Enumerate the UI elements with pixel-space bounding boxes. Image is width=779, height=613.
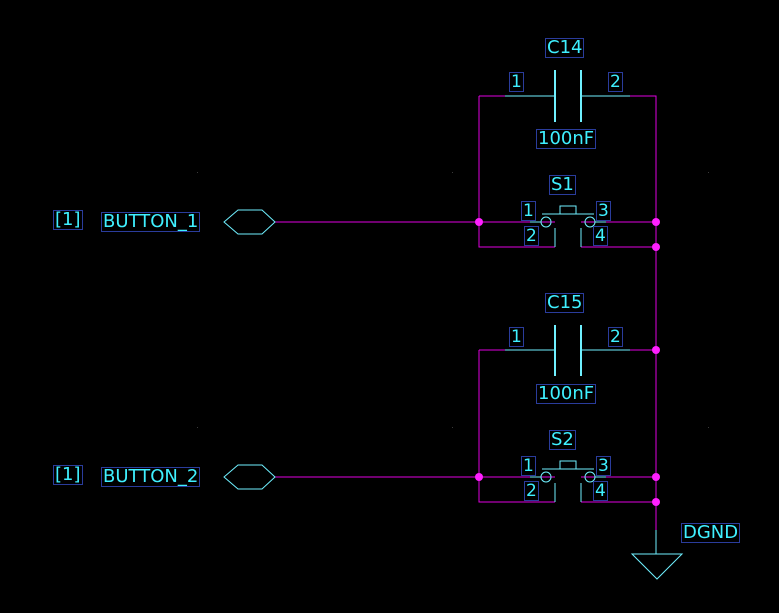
switch-pin-label: 4: [595, 226, 606, 246]
wire-group-top: [275, 95, 657, 350]
switch-pin-label: 3: [598, 456, 609, 476]
capacitor-pin-label: 1: [511, 327, 522, 347]
junction-dot-icon: [475, 218, 660, 506]
wire-group-bottom: [275, 349, 657, 530]
capacitor-value-label[interactable]: 100nF: [538, 383, 595, 404]
ground-net-label[interactable]: DGND: [683, 522, 739, 543]
port-net-label[interactable]: BUTTON_1: [103, 211, 199, 232]
capacitor-icon: [505, 325, 630, 376]
port-sheet-ref: [1]: [55, 209, 81, 230]
port-hexagon-icon: [223, 209, 276, 235]
switch-pin-label: 2: [526, 226, 537, 246]
switch-pin-label: 3: [598, 201, 609, 221]
capacitor-pin-label: 2: [610, 72, 621, 92]
port-sheet-ref: [1]: [55, 464, 81, 485]
pushbutton-switch-icon: [530, 460, 606, 502]
switch-ref-label[interactable]: S2: [551, 429, 574, 450]
capacitor-pin-label: 2: [610, 327, 621, 347]
grid-dots: [197, 172, 709, 428]
capacitor-icon: [505, 70, 630, 122]
switch-pin-label: 4: [595, 481, 606, 501]
port-hexagon-icon: [223, 464, 276, 490]
ground-triangle-icon: [630, 530, 684, 580]
capacitor-pin-label: 1: [511, 72, 522, 92]
switch-ref-label[interactable]: S1: [551, 174, 574, 195]
pushbutton-switch-icon: [530, 205, 606, 247]
capacitor-value-label[interactable]: 100nF: [538, 128, 595, 149]
capacitor-ref-label[interactable]: C15: [547, 292, 583, 313]
capacitor-ref-label[interactable]: C14: [547, 37, 583, 58]
switch-pin-label: 1: [523, 456, 534, 476]
switch-pin-label: 1: [523, 201, 534, 221]
switch-pin-label: 2: [526, 481, 537, 501]
port-net-label[interactable]: BUTTON_2: [103, 466, 199, 487]
